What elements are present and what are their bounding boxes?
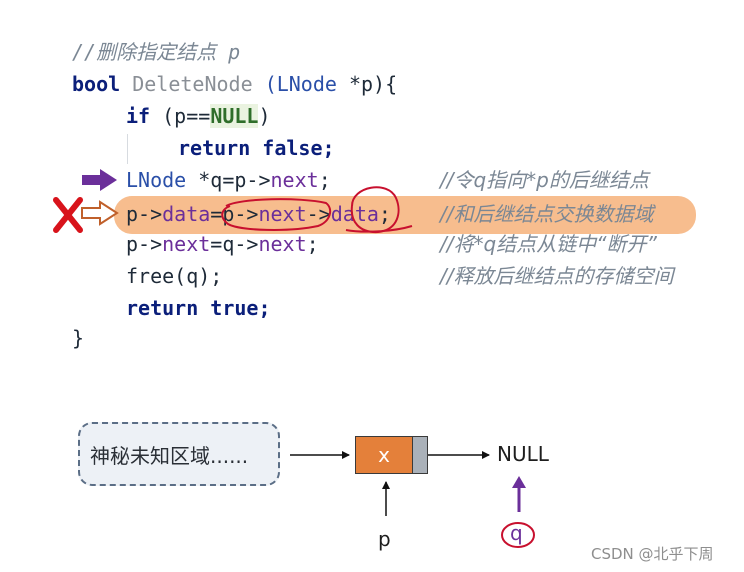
fn-name: DeleteNode: [132, 72, 253, 96]
null-token: NULL: [210, 104, 259, 128]
l1-pre: *q=p->: [186, 168, 271, 192]
l2-data1: data: [162, 202, 211, 226]
l1-post: ;: [318, 168, 331, 192]
code-comment-title: //删除指定结点 p: [72, 40, 241, 64]
l2-c: ->: [306, 202, 331, 226]
code-if: if (p==NULL): [126, 102, 271, 130]
code-return-false: return false;: [178, 136, 335, 160]
l2-a: p->: [126, 202, 163, 226]
mystery-region-label: 神秘未知区域......: [90, 444, 249, 468]
l3-a: p->: [126, 232, 163, 256]
l1-next: next: [270, 168, 319, 192]
l3-c: ;: [306, 232, 319, 256]
sig-rest: *p){: [336, 72, 398, 96]
type-lnode: (LNode: [264, 72, 337, 96]
code-return-true: return true;: [126, 296, 271, 320]
node-next-field: [413, 436, 428, 474]
node-data-field: x: [355, 436, 413, 474]
pointer-arrow-icon: [512, 476, 526, 512]
null-label: NULL: [497, 442, 549, 466]
l2-next: next: [258, 202, 307, 226]
code-line-unlink: p->next=q->next;: [126, 230, 319, 258]
code-line-free: free(q);: [126, 264, 223, 288]
code-line-swap-data: p->data=p->next->data;: [126, 200, 391, 228]
indent-guide: [127, 134, 128, 164]
l3-next1: next: [162, 232, 211, 256]
l2-b: =p->: [210, 202, 259, 226]
code-listing: //删除指定结点 p bool DeleteNode (LNode *p){ i…: [72, 40, 696, 350]
if-pre: (p==: [150, 104, 211, 128]
pointer-p-label: p: [378, 527, 391, 551]
l2-d: ;: [378, 202, 391, 226]
comment-assign-q: //令q指向*p的后继结点: [440, 168, 649, 192]
comment-swap-data: //和后继结点交换数据域: [440, 202, 654, 226]
code-close-brace: }: [72, 326, 85, 350]
type-lnode-q: LNode: [126, 168, 187, 192]
comment-unlink: //将*q结点从链中“断开”: [440, 232, 657, 256]
code-signature: bool DeleteNode (LNode *p){: [72, 70, 397, 98]
watermark: CSDN @北乎下周: [591, 545, 714, 563]
pointer-q-label: q: [510, 521, 523, 545]
mystery-region-box: 神秘未知区域......: [78, 422, 280, 486]
kw-if: if: [126, 104, 151, 128]
if-post: ): [258, 104, 271, 128]
l3-b: =q->: [210, 232, 259, 256]
kw-bool: bool: [72, 72, 121, 96]
l3-next2: next: [258, 232, 307, 256]
code-line-assign-q: LNode *q=p->next;: [126, 166, 331, 194]
comment-free: //释放后继结点的存储空间: [440, 264, 674, 288]
l2-data2: data: [330, 202, 379, 226]
